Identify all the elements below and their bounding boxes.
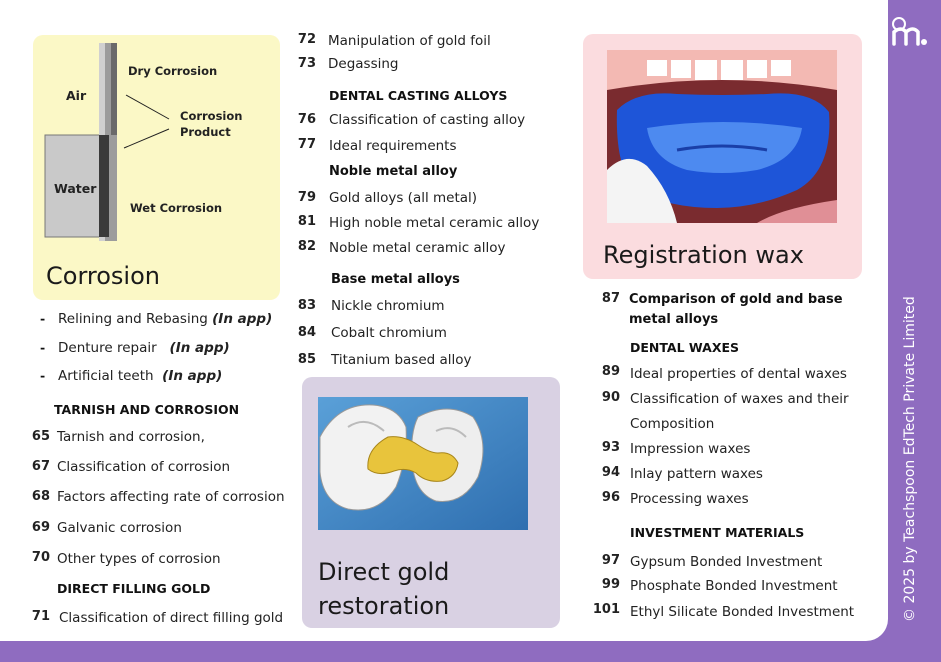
list-item[interactable]: Processing waxes xyxy=(630,491,749,507)
page-number: 67 xyxy=(31,459,50,474)
page-number: 65 xyxy=(31,429,50,444)
bullet-dash-icon: - xyxy=(40,368,46,383)
list-item-continuation[interactable]: Composition xyxy=(630,416,715,432)
direct-gold-title-line1: Direct gold xyxy=(318,558,450,586)
list-item[interactable]: Degassing xyxy=(328,56,399,72)
direct-gold-title-line2: restoration xyxy=(318,592,450,620)
page-number: 82 xyxy=(297,239,316,254)
list-item[interactable]: Ideal requirements xyxy=(329,138,457,154)
list-item[interactable]: Cobalt chromium xyxy=(331,325,447,341)
list-item[interactable]: Noble metal ceramic alloy xyxy=(329,240,506,256)
page-number: 96 xyxy=(601,490,620,505)
list-item[interactable]: Nickle chromium xyxy=(331,298,445,314)
page-number: 97 xyxy=(601,553,620,568)
section-heading: TARNISH AND CORROSION xyxy=(54,402,240,417)
brand-logo-icon xyxy=(888,14,932,50)
page-number: 85 xyxy=(297,352,316,367)
page-number: 93 xyxy=(601,440,620,455)
list-item[interactable]: Titanium based alloy xyxy=(331,352,472,368)
list-item[interactable]: Other types of corrosion xyxy=(57,551,221,567)
page-number: 83 xyxy=(297,298,316,313)
page-number: 76 xyxy=(297,112,316,127)
page-number: 79 xyxy=(297,190,316,205)
page-number: 72 xyxy=(297,32,316,47)
air-label: Air xyxy=(66,88,87,103)
page-number: 87 xyxy=(601,291,620,306)
bullet-item[interactable]: Relining and Rebasing (In app) xyxy=(58,311,273,327)
wet-corrosion-label: Wet Corrosion xyxy=(130,201,223,215)
section-heading: DIRECT FILLING GOLD xyxy=(57,581,211,596)
list-item[interactable]: Ethyl Silicate Bonded Investment xyxy=(630,604,855,620)
page-number: 99 xyxy=(601,577,620,592)
list-item[interactable]: Classification of corrosion xyxy=(57,459,231,475)
bullet-dash-icon: - xyxy=(40,311,46,326)
page-number: 89 xyxy=(601,364,620,379)
list-item[interactable]: Factors affecting rate of corrosion xyxy=(57,489,285,505)
list-item[interactable]: Ideal properties of dental waxes xyxy=(630,366,847,382)
direct-gold-card[interactable]: Direct gold restoration xyxy=(302,377,560,628)
page-number: 101 xyxy=(592,602,620,617)
list-item[interactable]: High noble metal ceramic alloy xyxy=(329,215,540,231)
page-number: 81 xyxy=(297,214,316,229)
bullet-dash-icon: - xyxy=(40,340,46,355)
list-item[interactable]: Manipulation of gold foil xyxy=(328,33,491,49)
bullet-item[interactable]: Denture repair (In app) xyxy=(58,340,230,356)
corrosion-card[interactable]: Air Dry Corrosion Corrosion Product Wate… xyxy=(33,35,280,300)
page-number: 77 xyxy=(297,137,316,152)
direct-gold-illustration xyxy=(318,397,528,530)
registration-wax-title: Registration wax xyxy=(603,241,804,269)
page-number: 70 xyxy=(31,550,50,565)
corrosion-diagram xyxy=(44,43,170,241)
registration-wax-card[interactable]: Registration wax xyxy=(583,34,862,279)
list-item[interactable]: Inlay pattern waxes xyxy=(630,466,763,482)
water-label: Water xyxy=(54,181,97,196)
list-item[interactable]: Classification of casting alloy xyxy=(329,112,526,128)
list-item[interactable]: Classification of waxes and their xyxy=(630,391,849,407)
dry-corrosion-label: Dry Corrosion xyxy=(128,64,218,78)
section-heading: INVESTMENT MATERIALS xyxy=(630,525,805,540)
list-item[interactable]: Galvanic corrosion xyxy=(57,520,182,536)
section-heading: Base metal alloys xyxy=(331,272,460,287)
list-item[interactable]: Classification of direct filling gold xyxy=(59,610,284,626)
corrosion-product-label: Corrosion Product xyxy=(180,109,243,139)
page-number: 73 xyxy=(297,56,316,71)
page-number: 84 xyxy=(297,325,316,340)
page-number: 71 xyxy=(31,609,50,624)
corrosion-card-title: Corrosion xyxy=(46,262,160,290)
bullet-item[interactable]: Artificial teeth (In app) xyxy=(58,368,223,384)
list-item[interactable]: Gypsum Bonded Investment xyxy=(630,554,823,570)
content-page: Air Dry Corrosion Corrosion Product Wate… xyxy=(0,0,888,641)
page-number: 69 xyxy=(31,520,50,535)
copyright-text: © 2025 by Teachspoon EdTech Private Limi… xyxy=(902,296,918,622)
section-heading: DENTAL WAXES xyxy=(630,340,740,355)
list-item[interactable]: Tarnish and corrosion, xyxy=(57,429,205,445)
list-item[interactable]: Impression waxes xyxy=(630,441,751,457)
page-number: 94 xyxy=(601,465,620,480)
list-item[interactable]: Gold alloys (all metal) xyxy=(329,190,478,206)
page-number: 90 xyxy=(601,390,620,405)
section-heading: Noble metal alloy xyxy=(329,164,458,179)
page-number: 68 xyxy=(31,489,50,504)
section-heading: DENTAL CASTING ALLOYS xyxy=(329,88,508,103)
registration-wax-illustration xyxy=(607,50,837,223)
list-item[interactable]: Phosphate Bonded Investment xyxy=(630,578,838,594)
